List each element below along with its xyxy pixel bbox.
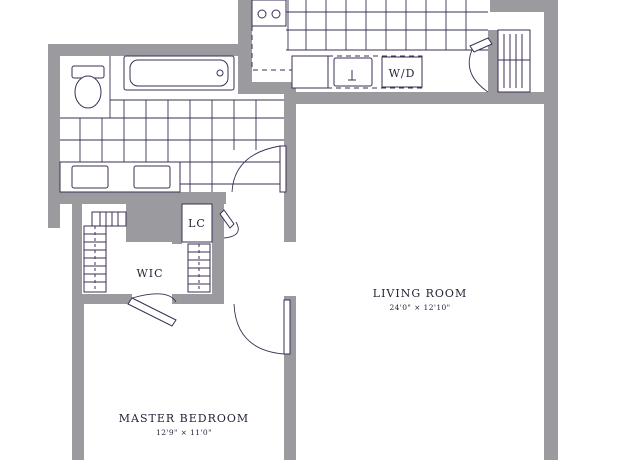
master-bedroom-dims: 12'9" × 11'0"	[156, 428, 212, 437]
walls	[48, 0, 558, 460]
kitchen: W/D	[251, 0, 531, 93]
living-room: LIVING ROOM 24'0" × 12'10"	[373, 287, 467, 312]
master-bedroom-name: MASTER BEDROOM	[119, 412, 249, 425]
master-bedroom: MASTER BEDROOM 12'9" × 11'0"	[119, 412, 249, 437]
bedroom-door	[233, 299, 291, 355]
living-room-dims: 24'0" × 12'10"	[389, 303, 450, 312]
walk-in-closet: WIC	[83, 211, 211, 327]
washer-dryer-label: W/D	[389, 67, 416, 80]
linen-closet: LC	[181, 203, 239, 243]
living-room-name: LIVING ROOM	[373, 287, 467, 300]
walk-in-closet-label: WIC	[136, 267, 163, 280]
linen-closet-label: LC	[188, 217, 206, 230]
bathroom	[59, 55, 287, 193]
